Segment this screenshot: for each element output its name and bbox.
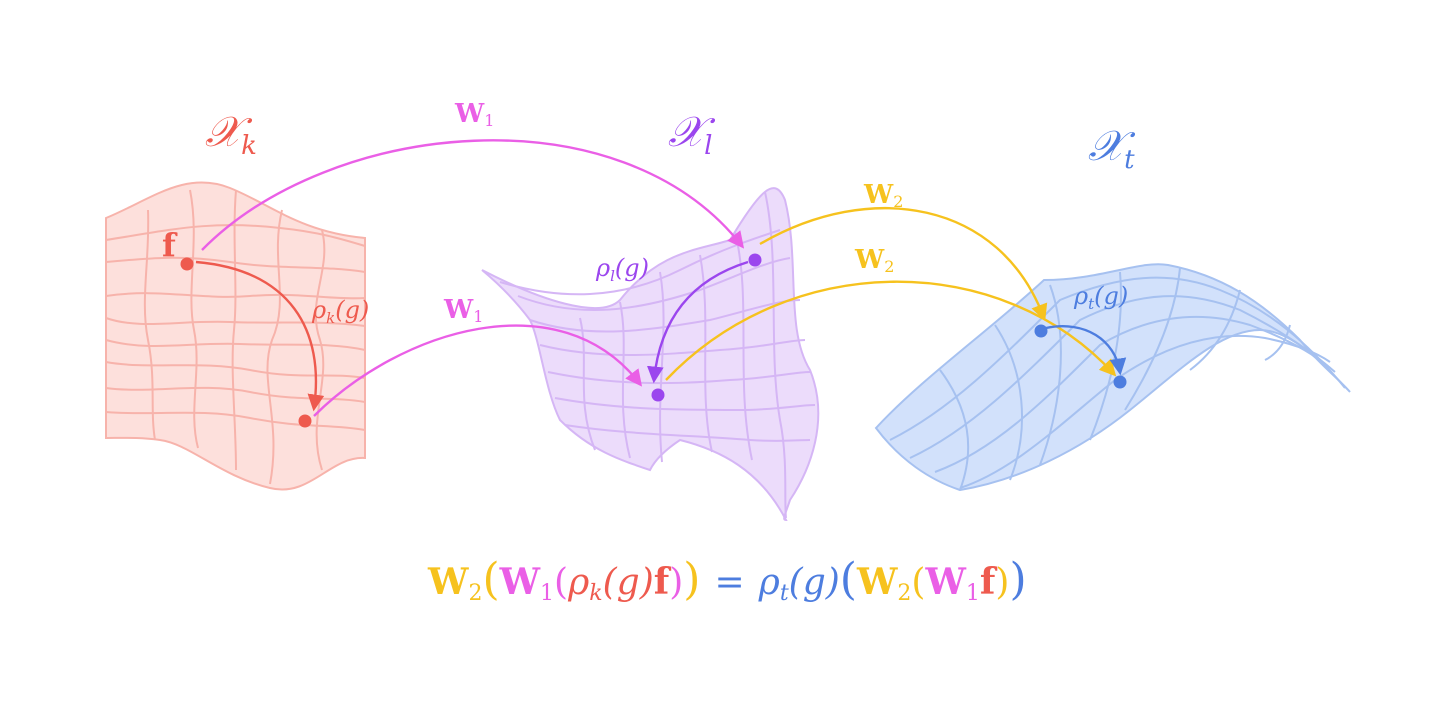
arrow-rho-k [195, 260, 325, 412]
point-f [180, 257, 194, 271]
label-space-t: 𝒳t [1088, 121, 1136, 175]
point-t2 [1113, 375, 1127, 389]
label-w1-top: W1 [454, 99, 494, 130]
arrow-w1-top [201, 139, 745, 251]
label-f: f [162, 226, 178, 264]
label-w2-top: W2 [863, 180, 903, 211]
point-l1 [748, 253, 762, 267]
label-space-l: 𝒳l [668, 107, 716, 161]
arrow-w2-top [759, 207, 1048, 322]
arrow-w1-bottom [313, 324, 643, 417]
point-t1 [1034, 324, 1048, 338]
points [180, 253, 1127, 428]
arrow-rho-l [646, 260, 749, 384]
label-space-k: 𝒳k [205, 107, 257, 161]
label-w1-bottom: W1 [443, 295, 483, 326]
arrows [195, 139, 1127, 417]
label-rho-l: ρl(g) [595, 254, 649, 285]
label-rho-k: ρk(g) [311, 296, 369, 327]
space-l-sheet [481, 187, 820, 522]
label-w2-bottom: W2 [854, 245, 894, 276]
space-t-sheet [874, 263, 1351, 492]
equation: W2(W1(ρk(g)f))=ρt(g)(W2(W1f)) [427, 554, 1027, 606]
point-l2 [651, 388, 665, 402]
arrow-rho-t [1045, 325, 1127, 376]
space-k-sheet [105, 181, 366, 491]
label-rho-t: ρt(g) [1073, 282, 1128, 313]
arrow-w2-bottom [665, 280, 1117, 381]
point-rho-k-f [298, 414, 312, 428]
